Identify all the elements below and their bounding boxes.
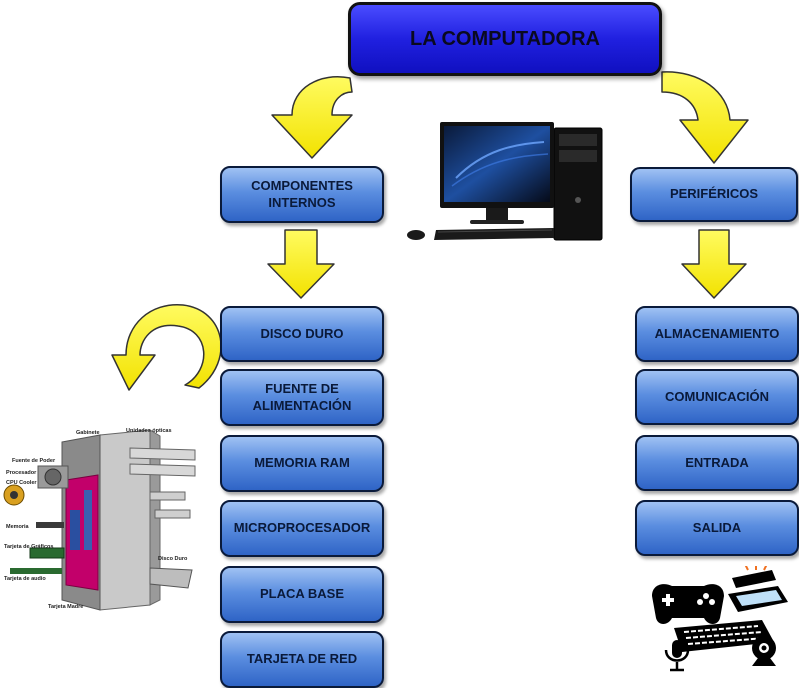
- item-disco-duro: DISCO DURO: [220, 306, 384, 362]
- webcam-icon: [752, 636, 776, 666]
- curved-arrow-right: [661, 71, 749, 164]
- heading-componentes-internos: COMPONENTES INTERNOS: [220, 166, 384, 223]
- svg-text:CPU Cooler: CPU Cooler: [6, 480, 37, 486]
- item-tarjeta-de-red: TARJETA DE RED: [220, 631, 384, 688]
- svg-text:Disco Duro: Disco Duro: [158, 556, 188, 562]
- item-almacenamiento: ALMACENAMIENTO: [635, 306, 799, 362]
- svg-text:Tarjeta de audio: Tarjeta de audio: [4, 576, 46, 582]
- svg-text:Procesador: Procesador: [6, 470, 37, 476]
- item-entrada: ENTRADA: [635, 435, 799, 491]
- svg-text:Memoria: Memoria: [6, 524, 30, 530]
- microphone-icon: [664, 640, 690, 672]
- svg-text:Unidades ópticas: Unidades ópticas: [126, 428, 172, 434]
- item-fuente-alimentacion: FUENTE DE ALIMENTACIÓN: [220, 369, 384, 426]
- exploded-tower-image: Gabinete Unidades ópticas Fuente de Pode…: [3, 428, 196, 611]
- keyboard-icon: [674, 620, 774, 652]
- down-arrow-left: [267, 229, 335, 299]
- item-microprocesador: MICROPROCESADOR: [220, 500, 384, 557]
- peripherals-icons-image: [652, 566, 788, 672]
- item-placa-base: PLACA BASE: [220, 566, 384, 623]
- curved-arrow-left: [271, 76, 353, 159]
- heading-perifericos: PERIFÉRICOS: [630, 167, 798, 222]
- title-box: LA COMPUTADORA: [348, 2, 662, 76]
- tower-labels: Gabinete Unidades ópticas Fuente de Pode…: [4, 428, 188, 610]
- svg-text:Tarjeta de Gráficos: Tarjeta de Gráficos: [4, 544, 53, 550]
- item-salida: SALIDA: [635, 500, 799, 556]
- curl-arrow: [111, 304, 222, 391]
- title-text: LA COMPUTADORA: [410, 27, 600, 50]
- svg-text:Gabinete: Gabinete: [76, 430, 100, 436]
- desktop-computer-image: [407, 122, 603, 241]
- item-comunicacion: COMUNICACIÓN: [635, 369, 799, 425]
- svg-text:Fuente de Poder: Fuente de Poder: [12, 458, 56, 464]
- down-arrow-right: [681, 229, 747, 299]
- item-memoria-ram: MEMORIA RAM: [220, 435, 384, 492]
- svg-text:Tarjeta Madre: Tarjeta Madre: [48, 604, 83, 610]
- scanner-icon: [728, 566, 788, 612]
- gamepad-icon: [652, 584, 724, 624]
